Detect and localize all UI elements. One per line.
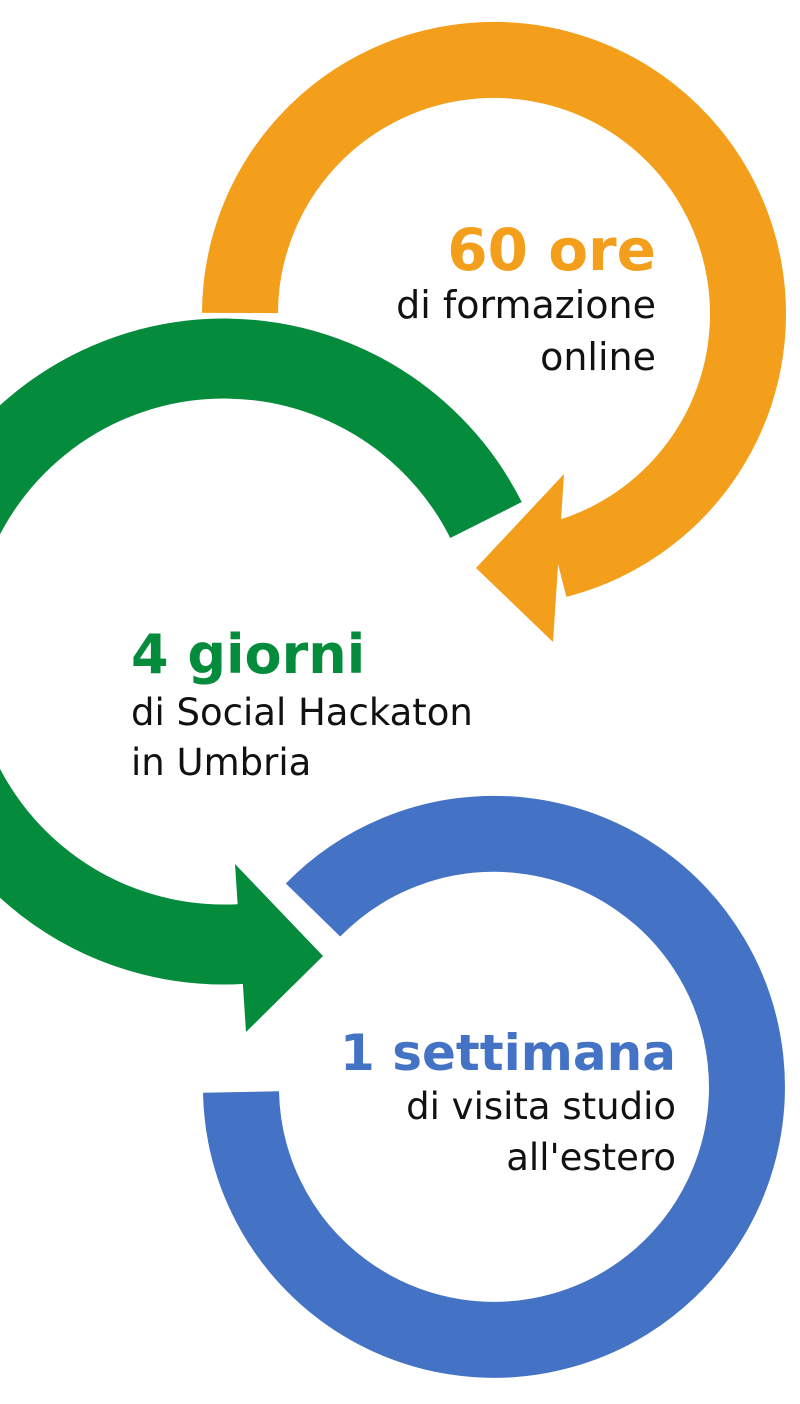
step-3-text: 1 settimana di visita studio all'estero bbox=[340, 1024, 676, 1179]
orange-loop-arrow bbox=[202, 21, 786, 642]
step-2-line-1: di Social Hackaton bbox=[131, 691, 473, 734]
green-arrowhead bbox=[235, 864, 323, 1032]
step-3-line-2: all'estero bbox=[506, 1136, 676, 1179]
step-3-headline: 1 settimana bbox=[340, 1024, 676, 1082]
step-3-line-1: di visita studio bbox=[406, 1085, 676, 1128]
green-ring bbox=[0, 318, 522, 985]
step-1-headline: 60 ore bbox=[447, 216, 656, 284]
orange-ring bbox=[202, 21, 786, 597]
orange-arrowhead bbox=[476, 474, 564, 642]
step-2-text: 4 giorni di Social Hackaton in Umbria bbox=[131, 623, 473, 784]
green-loop-arrow bbox=[0, 318, 522, 1032]
step-1-line-1: di formazione bbox=[396, 283, 656, 327]
step-2-line-2: in Umbria bbox=[131, 741, 311, 784]
step-1-text: 60 ore di formazione online bbox=[396, 216, 656, 379]
blue-ring bbox=[203, 795, 785, 1378]
step-2-headline: 4 giorni bbox=[131, 623, 365, 686]
step-1-line-2: online bbox=[540, 335, 656, 379]
blue-loop-ring bbox=[203, 795, 785, 1378]
